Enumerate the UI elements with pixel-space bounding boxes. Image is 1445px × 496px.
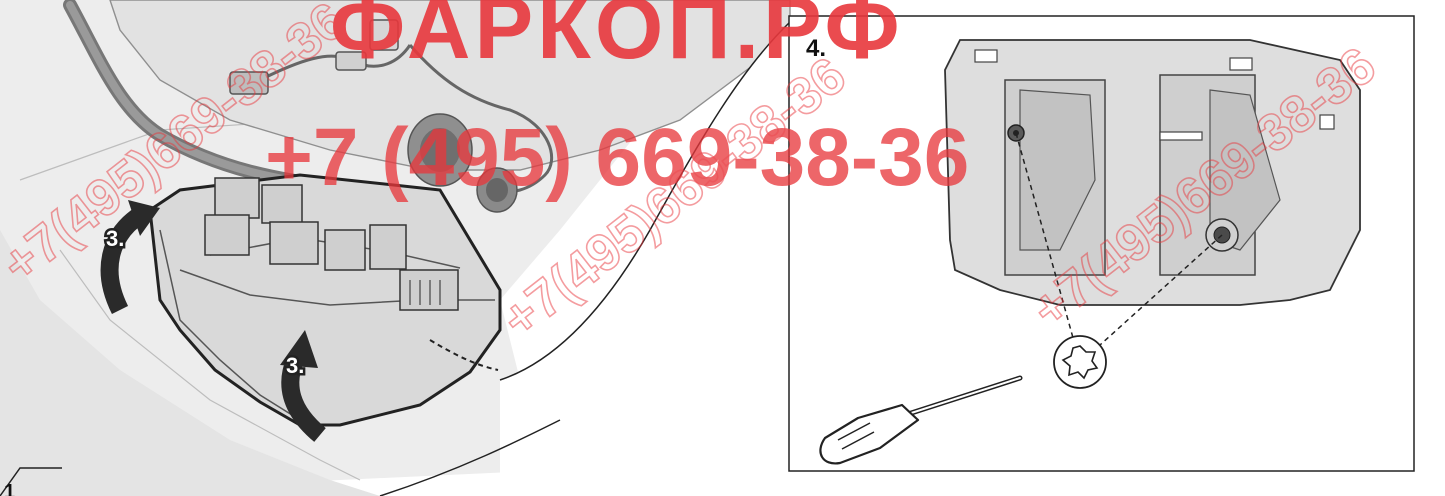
step-3-label-lower: 3. xyxy=(286,353,304,378)
zoom-callout-mask xyxy=(500,22,790,496)
watermark-phone: +7 (495) 669-38-36 xyxy=(265,112,969,203)
step-4-label: 4. xyxy=(806,35,826,62)
screwdriver-icon xyxy=(819,375,1023,465)
watermark-brand: ФАРКОП.РФ xyxy=(330,0,904,77)
leader-lines xyxy=(1015,132,1223,346)
corner-number: 1 xyxy=(4,481,15,496)
torx-bit-icon xyxy=(1053,335,1107,389)
step-3-label-upper: 3. xyxy=(106,226,124,251)
corner-marker xyxy=(0,467,62,496)
left-scene xyxy=(0,0,791,496)
relay-bracket xyxy=(944,39,1361,306)
